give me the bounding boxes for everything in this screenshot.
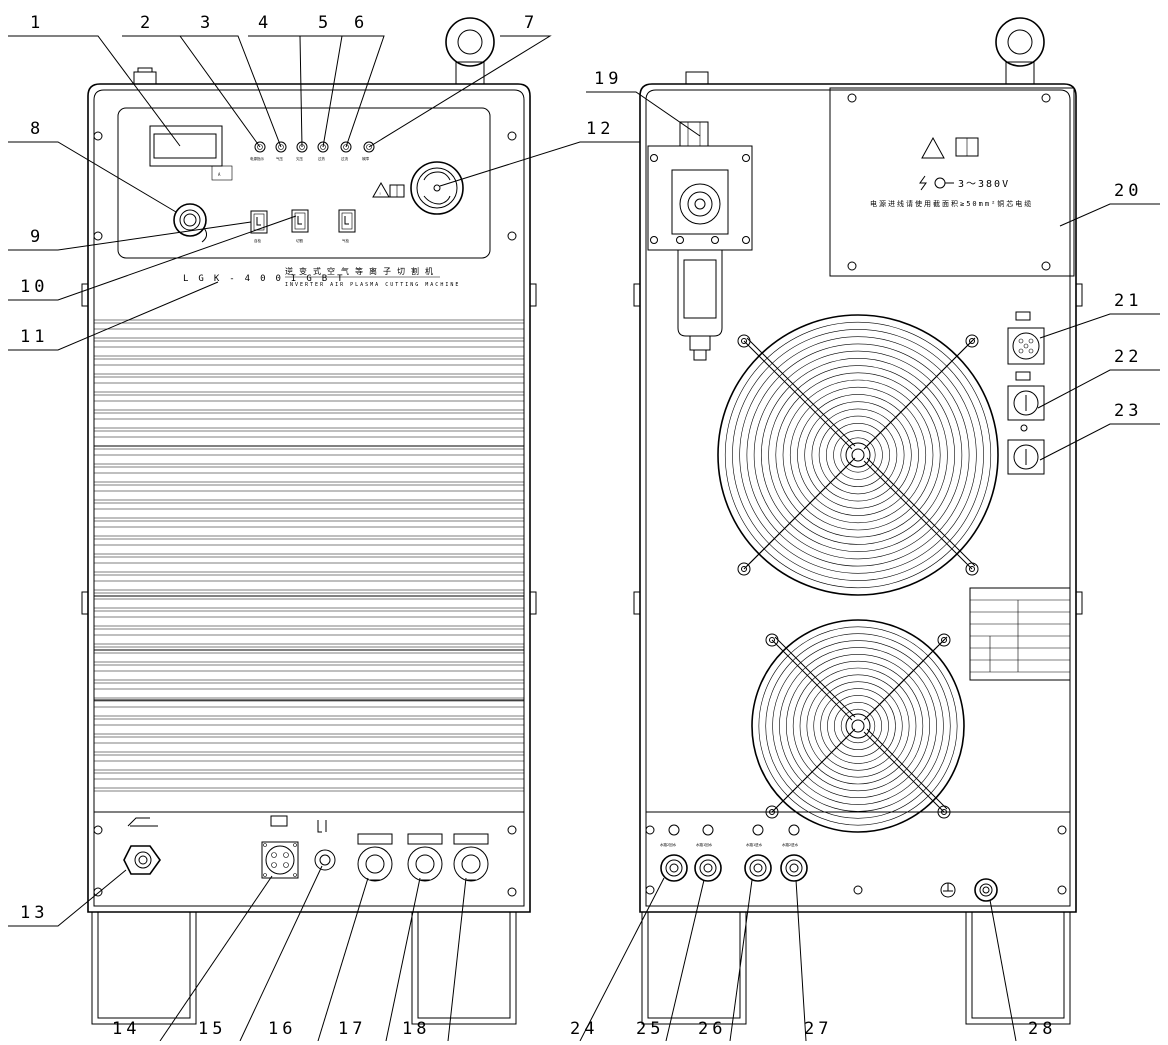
callout-numbers: 1 2 3 4 5 6 7 8 9 10 11 12 13 14 15 16 1… — [20, 13, 1142, 1039]
callout-5: 5 — [318, 13, 332, 33]
callout-15: 15 — [198, 1019, 226, 1039]
switch-label-gascheck: 气检 — [342, 238, 350, 243]
led-label-power: 电源指示 — [250, 156, 264, 161]
callout-10: 10 — [20, 277, 48, 297]
led-label-fault: 故障 — [362, 156, 370, 161]
callout-11: 11 — [20, 327, 48, 347]
front-panel: A 电源指示 气压 欠压 过热 过流 故障 — [81, 67, 537, 1025]
callout-21: 21 — [1114, 291, 1142, 311]
callout-2: 2 — [140, 13, 154, 33]
gas-connector-17 — [407, 833, 443, 882]
eye-bolt-back — [995, 17, 1045, 85]
water-label-1-in: 水路1进水 — [746, 842, 763, 847]
callout-1: 1 — [30, 13, 44, 33]
callout-3: 3 — [200, 13, 214, 33]
connector-23 — [1007, 424, 1045, 475]
svg-text:!: ! — [379, 192, 381, 196]
led-label-overheat: 过热 — [318, 156, 326, 161]
meter-unit: A — [218, 172, 221, 177]
water-label-1-return: 水路1回水 — [696, 842, 713, 847]
callout-28: 28 — [1028, 1019, 1056, 1039]
back-panel: 3～380V 电源进线请使用截面积≥50mm²铜芯电缆 — [445, 17, 1083, 1025]
model-name: LGK-400IGBT — [183, 274, 353, 284]
callout-20: 20 — [1114, 181, 1142, 201]
ground-symbol — [940, 882, 956, 898]
callout-7: 7 — [524, 13, 538, 33]
callout-9: 9 — [30, 227, 44, 247]
callout-4: 4 — [258, 13, 272, 33]
callout-24: 24 — [570, 1019, 598, 1039]
cooling-fan-small — [751, 619, 965, 833]
ground-terminal — [123, 817, 161, 875]
warning-label-plate: 3～380V 电源进线请使用截面积≥50mm²铜芯电缆 — [829, 87, 1075, 277]
rating-plate — [969, 587, 1071, 681]
cooling-fan-large — [717, 314, 999, 596]
callout-13: 13 — [20, 903, 48, 923]
callout-16: 16 — [268, 1019, 296, 1039]
callout-23: 23 — [1114, 401, 1142, 421]
cable-note: 电源进线请使用截面积≥50mm²铜芯电缆 — [870, 199, 1033, 208]
gas-connector-18 — [453, 833, 489, 882]
small-connector — [314, 820, 336, 871]
warning-icon: ! — [372, 181, 405, 198]
callout-17: 17 — [338, 1019, 366, 1039]
gas-connector-16 — [357, 833, 393, 882]
water-label-2-return: 水路2回水 — [660, 842, 677, 847]
aviation-plug — [261, 815, 299, 879]
product-title-en: INVERTER AIR PLASMA CUTTING MACHINE — [285, 282, 460, 288]
ground-stud — [974, 878, 998, 902]
leader-lines — [8, 35, 1160, 1042]
water-label-2-in: 水路2进水 — [782, 842, 799, 847]
current-knob — [173, 203, 208, 243]
switch-label-selfcheck: 自检 — [254, 238, 262, 243]
air-filter — [647, 121, 753, 361]
switch-label-cut: 切割 — [296, 238, 304, 243]
callout-18: 18 — [402, 1019, 430, 1039]
product-title-cn: 逆变式空气等离子切割机 — [285, 266, 439, 276]
callout-14: 14 — [112, 1019, 140, 1039]
callout-19: 19 — [594, 69, 622, 89]
callout-8: 8 — [30, 119, 44, 139]
led-row: 电源指示 气压 欠压 过热 过流 故障 — [250, 141, 375, 161]
input-voltage: 3～380V — [958, 179, 1010, 190]
connector-22 — [1007, 371, 1045, 421]
callout-26: 26 — [698, 1019, 726, 1039]
callout-12: 12 — [586, 119, 614, 139]
connector-21 — [1007, 311, 1045, 365]
callout-27: 27 — [804, 1019, 832, 1039]
callout-22: 22 — [1114, 347, 1142, 367]
torch-socket — [410, 161, 464, 215]
water-connectors: 水路2回水 水路1回水 水路1进水 水路2进水 — [660, 824, 808, 882]
led-label-undervolt: 欠压 — [296, 156, 304, 161]
callout-25: 25 — [636, 1019, 664, 1039]
led-label-pressure: 气压 — [276, 156, 284, 161]
front-louvers — [94, 319, 524, 792]
callout-6: 6 — [354, 13, 368, 33]
led-label-overcurrent: 过流 — [341, 156, 349, 161]
eye-bolt-front — [445, 17, 495, 85]
